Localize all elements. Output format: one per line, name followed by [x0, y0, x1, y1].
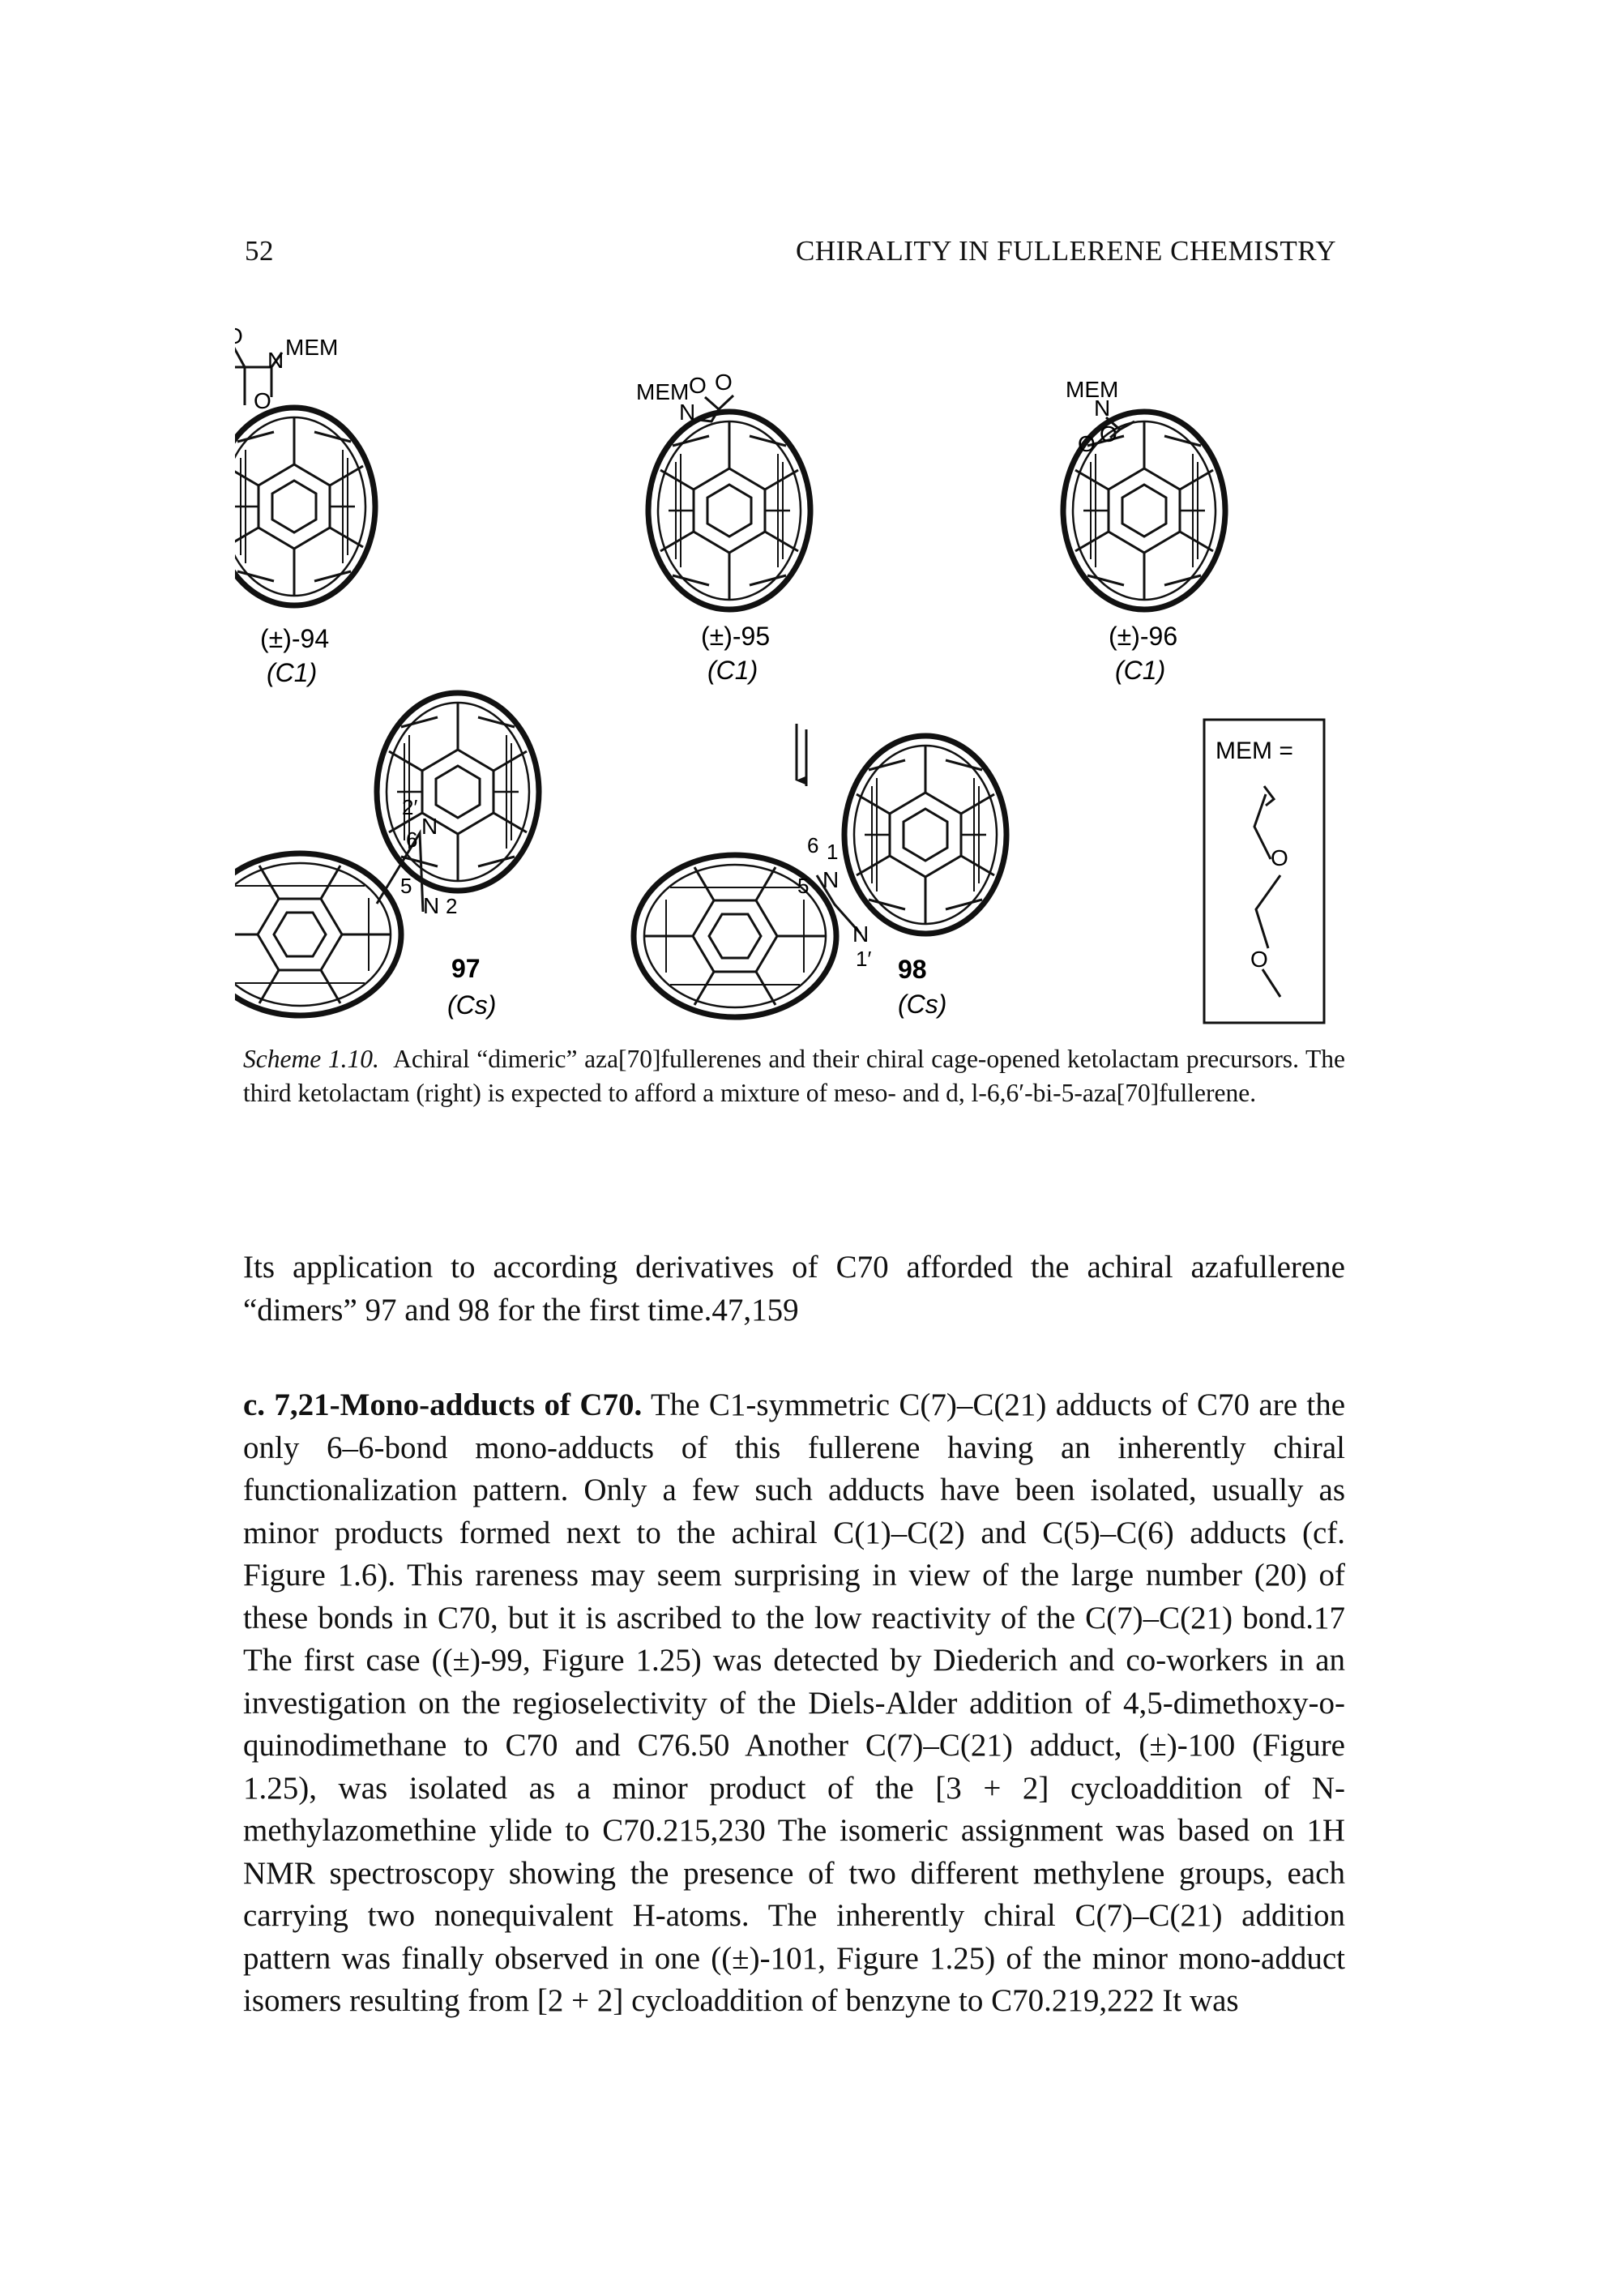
symmetry-94: (C1)	[267, 658, 317, 687]
svg-text:MEM: MEM	[1066, 377, 1118, 402]
svg-text:1: 1	[827, 840, 838, 864]
symmetry-97: (Cs)	[447, 990, 496, 1020]
compound-96: MEM N O O (±)-96 (C1)	[1063, 377, 1225, 685]
svg-text:N: N	[423, 893, 439, 918]
running-head: CHIRALITY IN FULLERENE CHEMISTRY	[795, 235, 1336, 267]
svg-text:O: O	[1078, 431, 1096, 456]
symmetry-95: (C1)	[707, 656, 758, 685]
caption-text: Achiral “dimeric” aza[70]fullerenes and …	[243, 1045, 1346, 1107]
svg-text:MEM: MEM	[636, 379, 689, 404]
svg-text:O: O	[235, 323, 243, 348]
compound-97: N N 2′ 6 5 2 97 (Cs)	[235, 693, 539, 1020]
svg-text:N: N	[852, 921, 869, 947]
scheme-figure: O N MEM O (±)-94 (C1) MEM O O N (±)-95 (…	[235, 323, 1326, 1024]
svg-text:2: 2	[446, 894, 457, 918]
label-94: (±)-94	[260, 624, 329, 653]
svg-text:N: N	[1094, 395, 1110, 421]
paragraph-2: c. 7,21-Mono-adducts of C70. The C1-symm…	[243, 1384, 1345, 2023]
label-97: 97	[451, 954, 481, 983]
compound-98: N N 6 1 5 1′ 98 (Cs)	[634, 736, 1006, 1019]
svg-text:O: O	[1250, 947, 1268, 972]
compound-95: MEM O O N (±)-95 (C1)	[636, 370, 810, 786]
svg-text:O: O	[1100, 421, 1117, 447]
symmetry-98: (Cs)	[898, 990, 946, 1019]
svg-text:O: O	[1271, 845, 1288, 870]
paragraph-2-text: The C1-symmetric C(7)–C(21) adducts of C…	[243, 1387, 1346, 2018]
label-95: (±)-95	[701, 622, 770, 651]
symmetry-96: (C1)	[1115, 656, 1165, 685]
label-98: 98	[898, 955, 927, 984]
svg-text:MEM =: MEM =	[1216, 738, 1293, 764]
svg-text:N: N	[421, 814, 438, 839]
paragraph-1: Its application to according derivatives…	[243, 1250, 1345, 1328]
svg-text:O: O	[689, 373, 707, 398]
svg-text:1′: 1′	[856, 947, 871, 971]
svg-text:N: N	[267, 348, 284, 373]
section-heading: c. 7,21-Mono-adducts of C70.	[243, 1387, 643, 1422]
svg-text:N: N	[679, 400, 695, 425]
svg-text:6: 6	[406, 827, 417, 852]
svg-text:5: 5	[797, 874, 809, 898]
svg-text:5: 5	[400, 874, 412, 898]
svg-text:MEM: MEM	[285, 335, 338, 360]
svg-text:O: O	[254, 388, 271, 413]
label-96: (±)-96	[1109, 622, 1177, 651]
mem-definition-box: MEM = O O	[1203, 718, 1326, 1024]
svg-text:6: 6	[807, 833, 818, 857]
caption-label: Scheme 1.10.	[243, 1045, 379, 1073]
svg-text:2′: 2′	[402, 795, 417, 819]
svg-text:O: O	[715, 370, 733, 395]
page-number: 52	[245, 235, 274, 267]
compound-94: O N MEM O (±)-94 (C1)	[235, 323, 375, 687]
svg-text:N: N	[822, 867, 839, 892]
scheme-caption: Scheme 1.10. Achiral “dimeric” aza[70]fu…	[243, 1042, 1345, 1110]
